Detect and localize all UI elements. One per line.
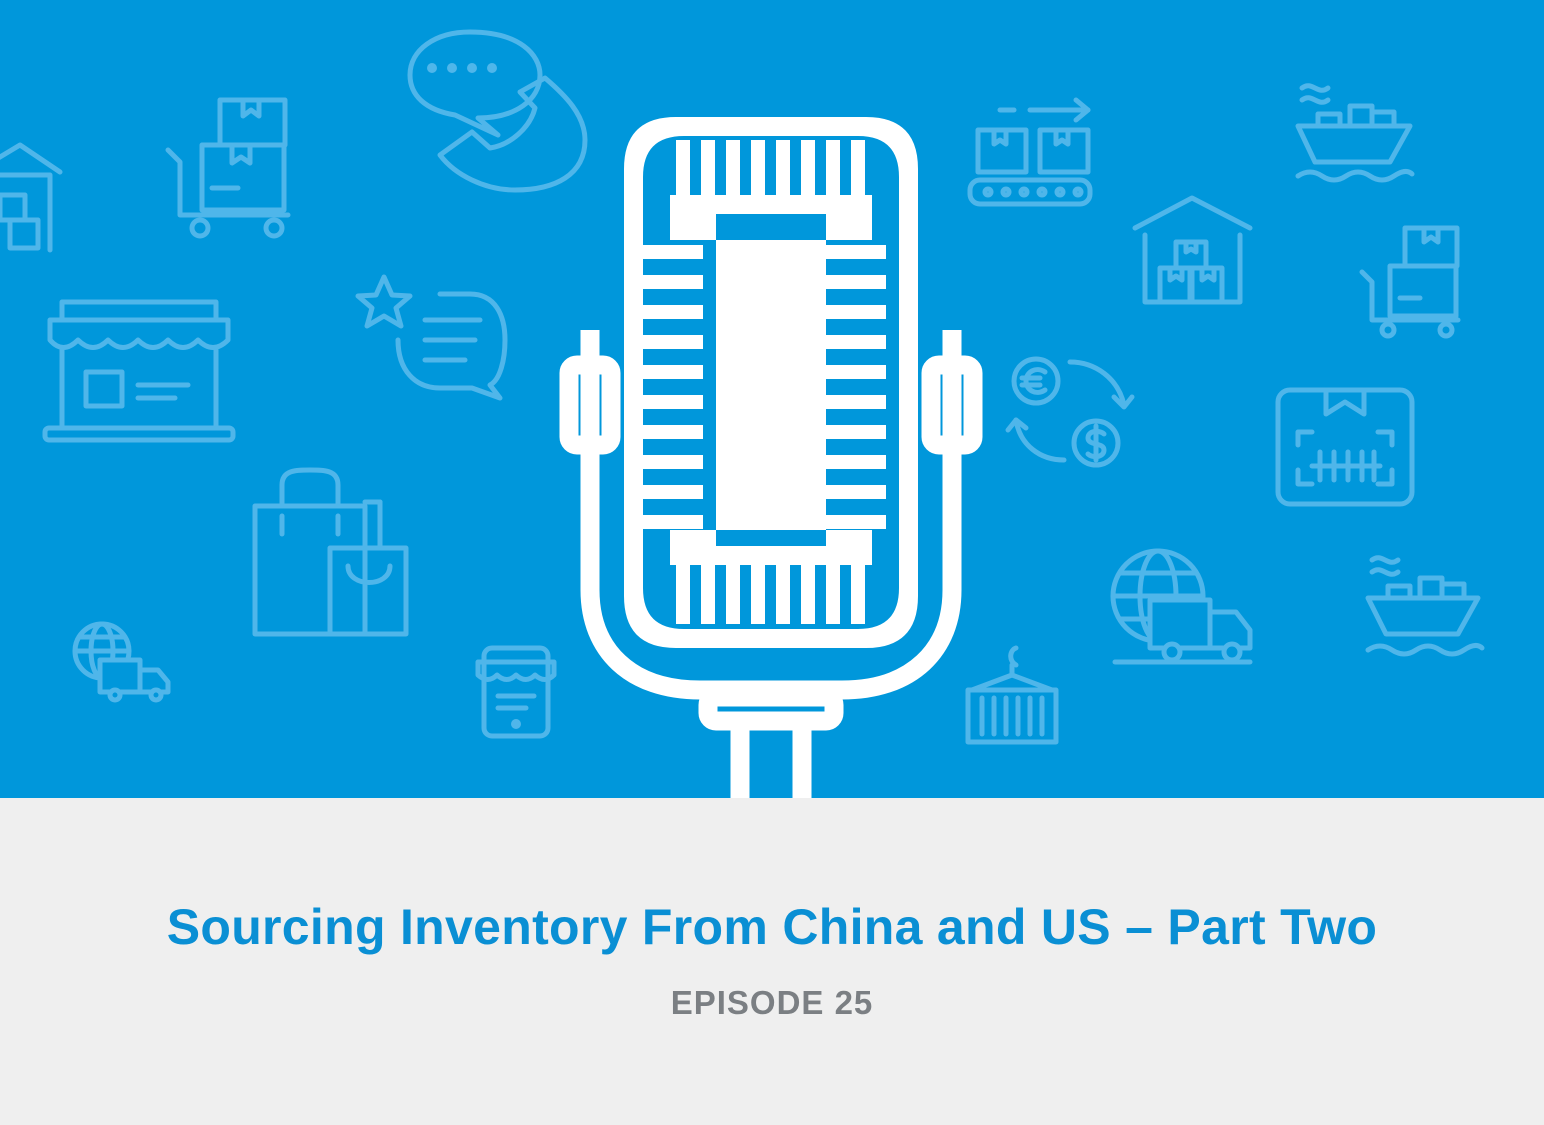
caption-panel: Sourcing Inventory From China and US – P…	[0, 798, 1544, 1125]
hero-illustration	[0, 29, 1485, 798]
globe-delivery-icon	[72, 621, 171, 703]
boxes-cart-icon	[1359, 225, 1461, 339]
episode-title: Sourcing Inventory From China and US – P…	[166, 899, 1378, 955]
boxes-cart-icon	[165, 97, 291, 239]
chat-phone-icon	[407, 29, 588, 193]
warehouse-icon	[0, 142, 63, 253]
hero-banner	[0, 0, 1544, 798]
storefront-icon	[42, 299, 236, 443]
microphone-icon	[624, 117, 918, 648]
shopping-bags-icon	[252, 467, 409, 637]
cargo-ship-icon	[1365, 555, 1485, 657]
shipping-container-icon	[965, 645, 1059, 745]
barcode-package-icon	[1275, 387, 1415, 507]
review-chat-icon	[355, 274, 508, 401]
currency-exchange-icon	[1005, 356, 1135, 468]
episode-number: EPISODE 25	[670, 984, 874, 1021]
warehouse-icon	[1132, 195, 1253, 305]
mobile-store-icon	[475, 645, 557, 739]
cargo-ship-icon	[1295, 83, 1415, 183]
microphone-stand	[559, 330, 983, 798]
globe-delivery-icon	[1110, 548, 1253, 665]
conveyor-boxes-icon	[967, 97, 1093, 207]
